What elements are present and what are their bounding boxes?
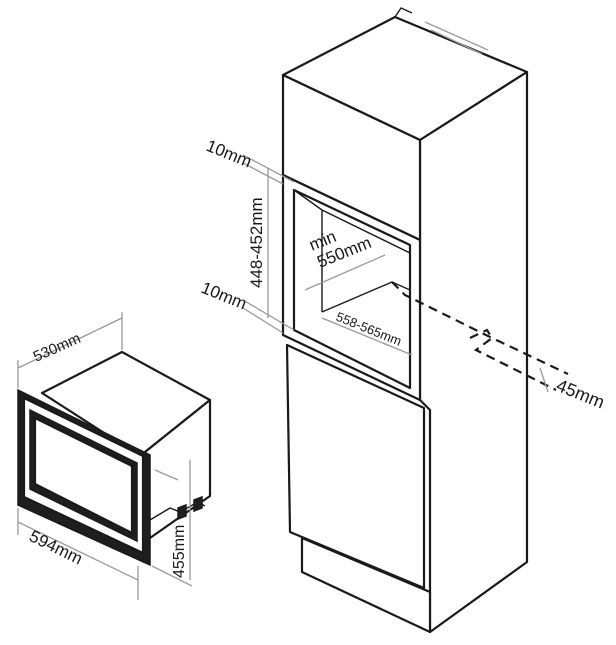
- niche-dimension-lines: [242, 154, 413, 356]
- width-dim-594: [17, 521, 139, 581]
- appliance: [17, 350, 212, 567]
- label-gap-top: 10mm: [204, 136, 255, 171]
- gap-top-line-1: [242, 154, 295, 183]
- label-appliance-width: 594mm: [26, 527, 85, 569]
- top-vent-mark-2: [430, 29, 483, 55]
- niche-back-top: [321, 209, 411, 254]
- lower-front-door: [285, 343, 426, 590]
- labels: 10mm 448-452mm 10mm min 550mm 558-565mm …: [26, 136, 607, 578]
- appliance-height-ext: [154, 469, 179, 481]
- height-ext-bottom: [151, 565, 193, 587]
- appliance-window: [33, 416, 134, 535]
- depth-dim-line: [321, 317, 413, 356]
- label-vent-gap: 45mm: [554, 375, 608, 412]
- top-vent-mark-1: [424, 21, 489, 51]
- cabinet-right-side: [418, 70, 529, 634]
- vent-dash-lower: [469, 328, 557, 391]
- gap-top-line-2: [242, 162, 284, 185]
- label-height-range: 448-452mm: [247, 197, 266, 288]
- tall-cabinet: [281, 7, 529, 634]
- vent-dim-line: [539, 367, 549, 393]
- depth-dim-530: [17, 317, 123, 369]
- appliance-foot-2: [193, 495, 203, 513]
- ventilation-cutout: [391, 281, 569, 393]
- min-width-line: [304, 254, 386, 291]
- appliance-foot-1: [177, 503, 187, 521]
- label-gap-bottom: 10mm: [199, 278, 250, 313]
- vent-dash-upper: [391, 281, 569, 375]
- label-appliance-height: 455mm: [171, 525, 188, 578]
- cabinet-plinth: [300, 536, 432, 634]
- label-appliance-depth: 530mm: [31, 330, 84, 366]
- niche-floor-front: [293, 329, 411, 389]
- gap-bottom-line-2: [242, 307, 284, 334]
- cabinet-top-notch: [394, 7, 413, 18]
- appliance-dimension-lines: [17, 312, 193, 600]
- gap-bottom-line-1: [242, 299, 295, 331]
